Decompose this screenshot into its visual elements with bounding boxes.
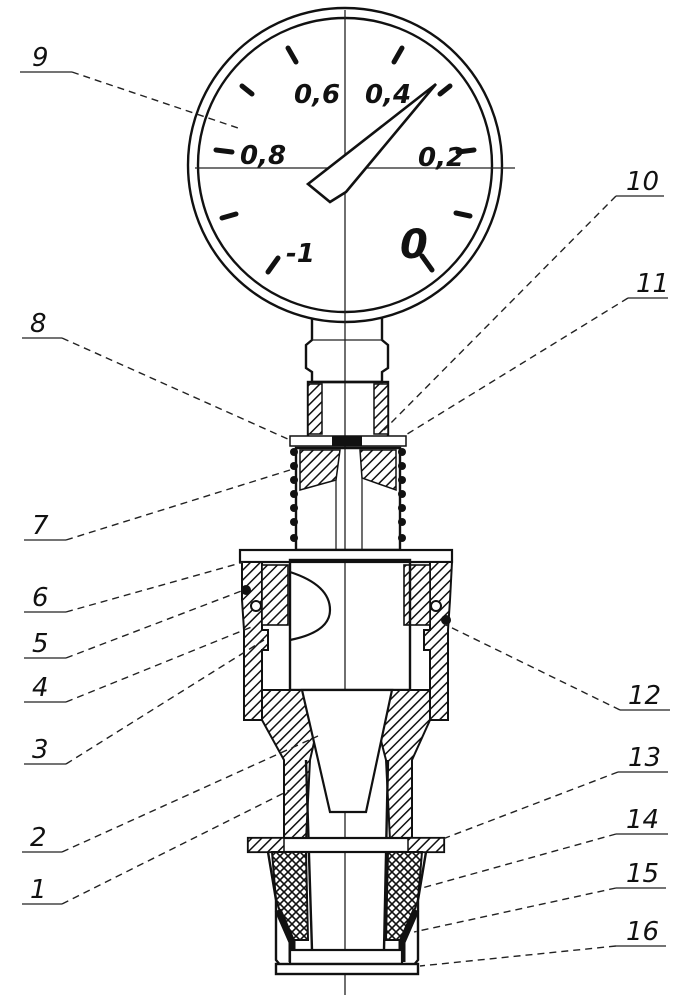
callout-8: 8 — [30, 309, 47, 339]
bottom-ring — [288, 948, 404, 966]
bottom-lip — [274, 962, 420, 976]
leader-11 — [403, 297, 629, 437]
gauge-label-0-2: 0,2 — [418, 143, 464, 173]
nipple-right-wall — [373, 383, 389, 435]
spring-right — [398, 448, 406, 542]
callout-3: 3 — [32, 735, 49, 765]
ball-valve — [289, 570, 332, 642]
leader-3 — [65, 639, 265, 765]
gauge-label-0: 0 — [400, 222, 428, 268]
callout-5: 5 — [32, 629, 49, 659]
leader-15 — [413, 887, 617, 933]
gauge-stem — [304, 318, 390, 384]
bearing-balls — [250, 600, 442, 612]
spring-left — [290, 448, 298, 542]
callout-15: 15 — [626, 859, 659, 889]
callout-6: 6 — [32, 583, 49, 613]
leader-lines — [20, 71, 670, 967]
leader-13 — [439, 771, 619, 841]
inner-sleeve-left — [261, 564, 289, 626]
gasket-center — [332, 436, 362, 446]
o-ring-right — [441, 615, 451, 625]
gauge-label-minus-1: -1 — [286, 239, 315, 269]
nipple-left-wall — [307, 383, 323, 435]
gauge-label-0-4: 0,4 — [365, 80, 411, 110]
pressure-gauge: 0,6 0,4 0,8 0,2 -1 0 — [186, 6, 515, 995]
callout-2: 2 — [30, 823, 47, 853]
leader-8 — [61, 337, 291, 441]
flange-right-tab — [407, 837, 445, 853]
callout-10: 10 — [626, 167, 659, 197]
callout-13: 13 — [628, 743, 661, 773]
fitting-nipple — [289, 380, 407, 552]
gauge-label-0-6: 0,6 — [294, 80, 340, 110]
callout-4: 4 — [32, 673, 49, 703]
flange-and-seal — [246, 836, 446, 976]
leader-1 — [61, 789, 291, 905]
leader-6 — [65, 561, 245, 613]
leader-16 — [419, 945, 617, 967]
inner-cone — [300, 688, 394, 814]
leader-2 — [61, 735, 319, 853]
adapter-left-hatch — [299, 449, 341, 491]
leader-10 — [383, 195, 617, 431]
flange-left-tab — [247, 837, 285, 853]
callout-9: 9 — [32, 43, 49, 73]
o-ring-left — [241, 585, 251, 595]
gauge-needle — [305, 82, 437, 204]
callout-12: 12 — [628, 681, 661, 711]
gauge-label-0-8: 0,8 — [240, 141, 286, 171]
bore-line-right — [382, 759, 390, 951]
leader-5 — [65, 589, 245, 659]
inner-sleeve-right — [403, 564, 431, 626]
bore-line-left — [304, 759, 314, 951]
callout-7: 7 — [32, 511, 49, 541]
leader-14 — [421, 833, 617, 889]
adapter-right-hatch — [359, 449, 397, 492]
callout-11: 11 — [636, 269, 669, 299]
seal-right — [384, 851, 424, 941]
seal-left — [270, 851, 310, 941]
callout-labels: 9 10 11 8 7 6 5 4 3 12 2 13 14 1 15 16 — [30, 43, 669, 947]
housing — [238, 548, 454, 951]
leader-4 — [65, 625, 255, 703]
callout-14: 14 — [626, 805, 659, 835]
callout-1: 1 — [30, 875, 47, 905]
leader-12 — [443, 623, 621, 711]
leader-7 — [65, 469, 291, 541]
callout-16: 16 — [626, 917, 659, 947]
leader-9 — [71, 71, 239, 129]
gauge-tick-marks — [213, 45, 477, 275]
